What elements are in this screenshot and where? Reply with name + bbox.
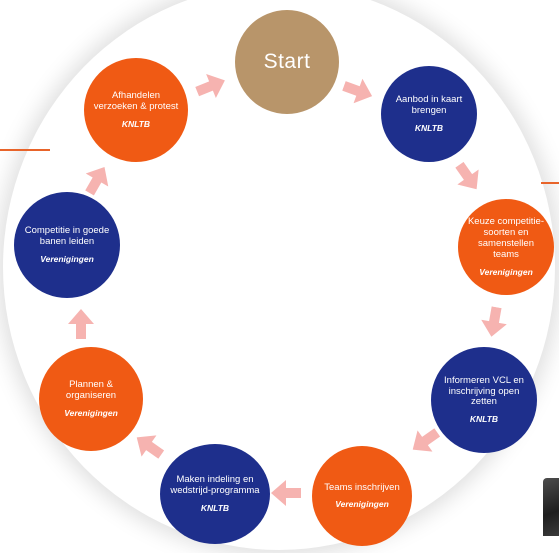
step-node-aanbod: Aanbod in kaart brengen KNLTB xyxy=(381,66,477,162)
step-org: KNLTB xyxy=(121,118,151,129)
step-org: KNLTB xyxy=(469,414,499,425)
step-label: Plannen & organiseren xyxy=(65,379,117,401)
flow-arrow xyxy=(449,157,488,196)
step-label: Informeren VCL en inschrijving open zett… xyxy=(444,374,524,408)
decorative-line-right xyxy=(541,182,559,184)
step-label: Afhandelen verzoeken & protest xyxy=(93,90,179,112)
step-node-keuze: Keuze competitie-soorten en samenstellen… xyxy=(458,199,554,295)
decorative-line-left xyxy=(0,149,50,151)
flow-arrow xyxy=(129,427,168,466)
start-label: Start xyxy=(263,50,311,73)
step-org: KNLTB xyxy=(200,502,230,513)
flow-arrow xyxy=(405,422,444,461)
step-node-informeren: Informeren VCL en inschrijving open zett… xyxy=(431,347,537,453)
step-node-competitie: Competitie in goede banen leiden Verenig… xyxy=(14,192,120,298)
flow-arrow xyxy=(78,161,116,200)
step-label: Maken indeling en wedstrijd-programma xyxy=(170,474,260,496)
step-label: Aanbod in kaart brengen xyxy=(395,94,463,116)
step-node-indeling: Maken indeling en wedstrijd-programma KN… xyxy=(160,444,270,544)
flow-arrow xyxy=(192,68,230,103)
step-label: Teams inschrijven xyxy=(324,481,400,493)
start-node: Start xyxy=(235,10,339,114)
flow-arrow xyxy=(339,74,376,109)
flow-arrow xyxy=(479,305,510,339)
step-label: Competitie in goede banen leiden xyxy=(24,225,110,247)
step-org: Verenigingen xyxy=(40,253,94,264)
step-node-plannen: Plannen & organiseren Verenigingen xyxy=(39,347,143,451)
step-node-afhandelen: Afhandelen verzoeken & protest KNLTB xyxy=(84,58,188,162)
corner-photo-fragment xyxy=(543,478,559,536)
step-label: Keuze competitie-soorten en samenstellen… xyxy=(467,216,545,260)
step-node-teams: Teams inschrijven Verenigingen xyxy=(312,446,412,546)
step-org: Verenigingen xyxy=(335,499,389,510)
flow-arrow xyxy=(271,480,301,506)
step-org: KNLTB xyxy=(414,122,444,133)
flow-arrow xyxy=(68,309,94,339)
step-org: Verenigingen xyxy=(479,266,533,277)
step-org: Verenigingen xyxy=(64,407,118,418)
